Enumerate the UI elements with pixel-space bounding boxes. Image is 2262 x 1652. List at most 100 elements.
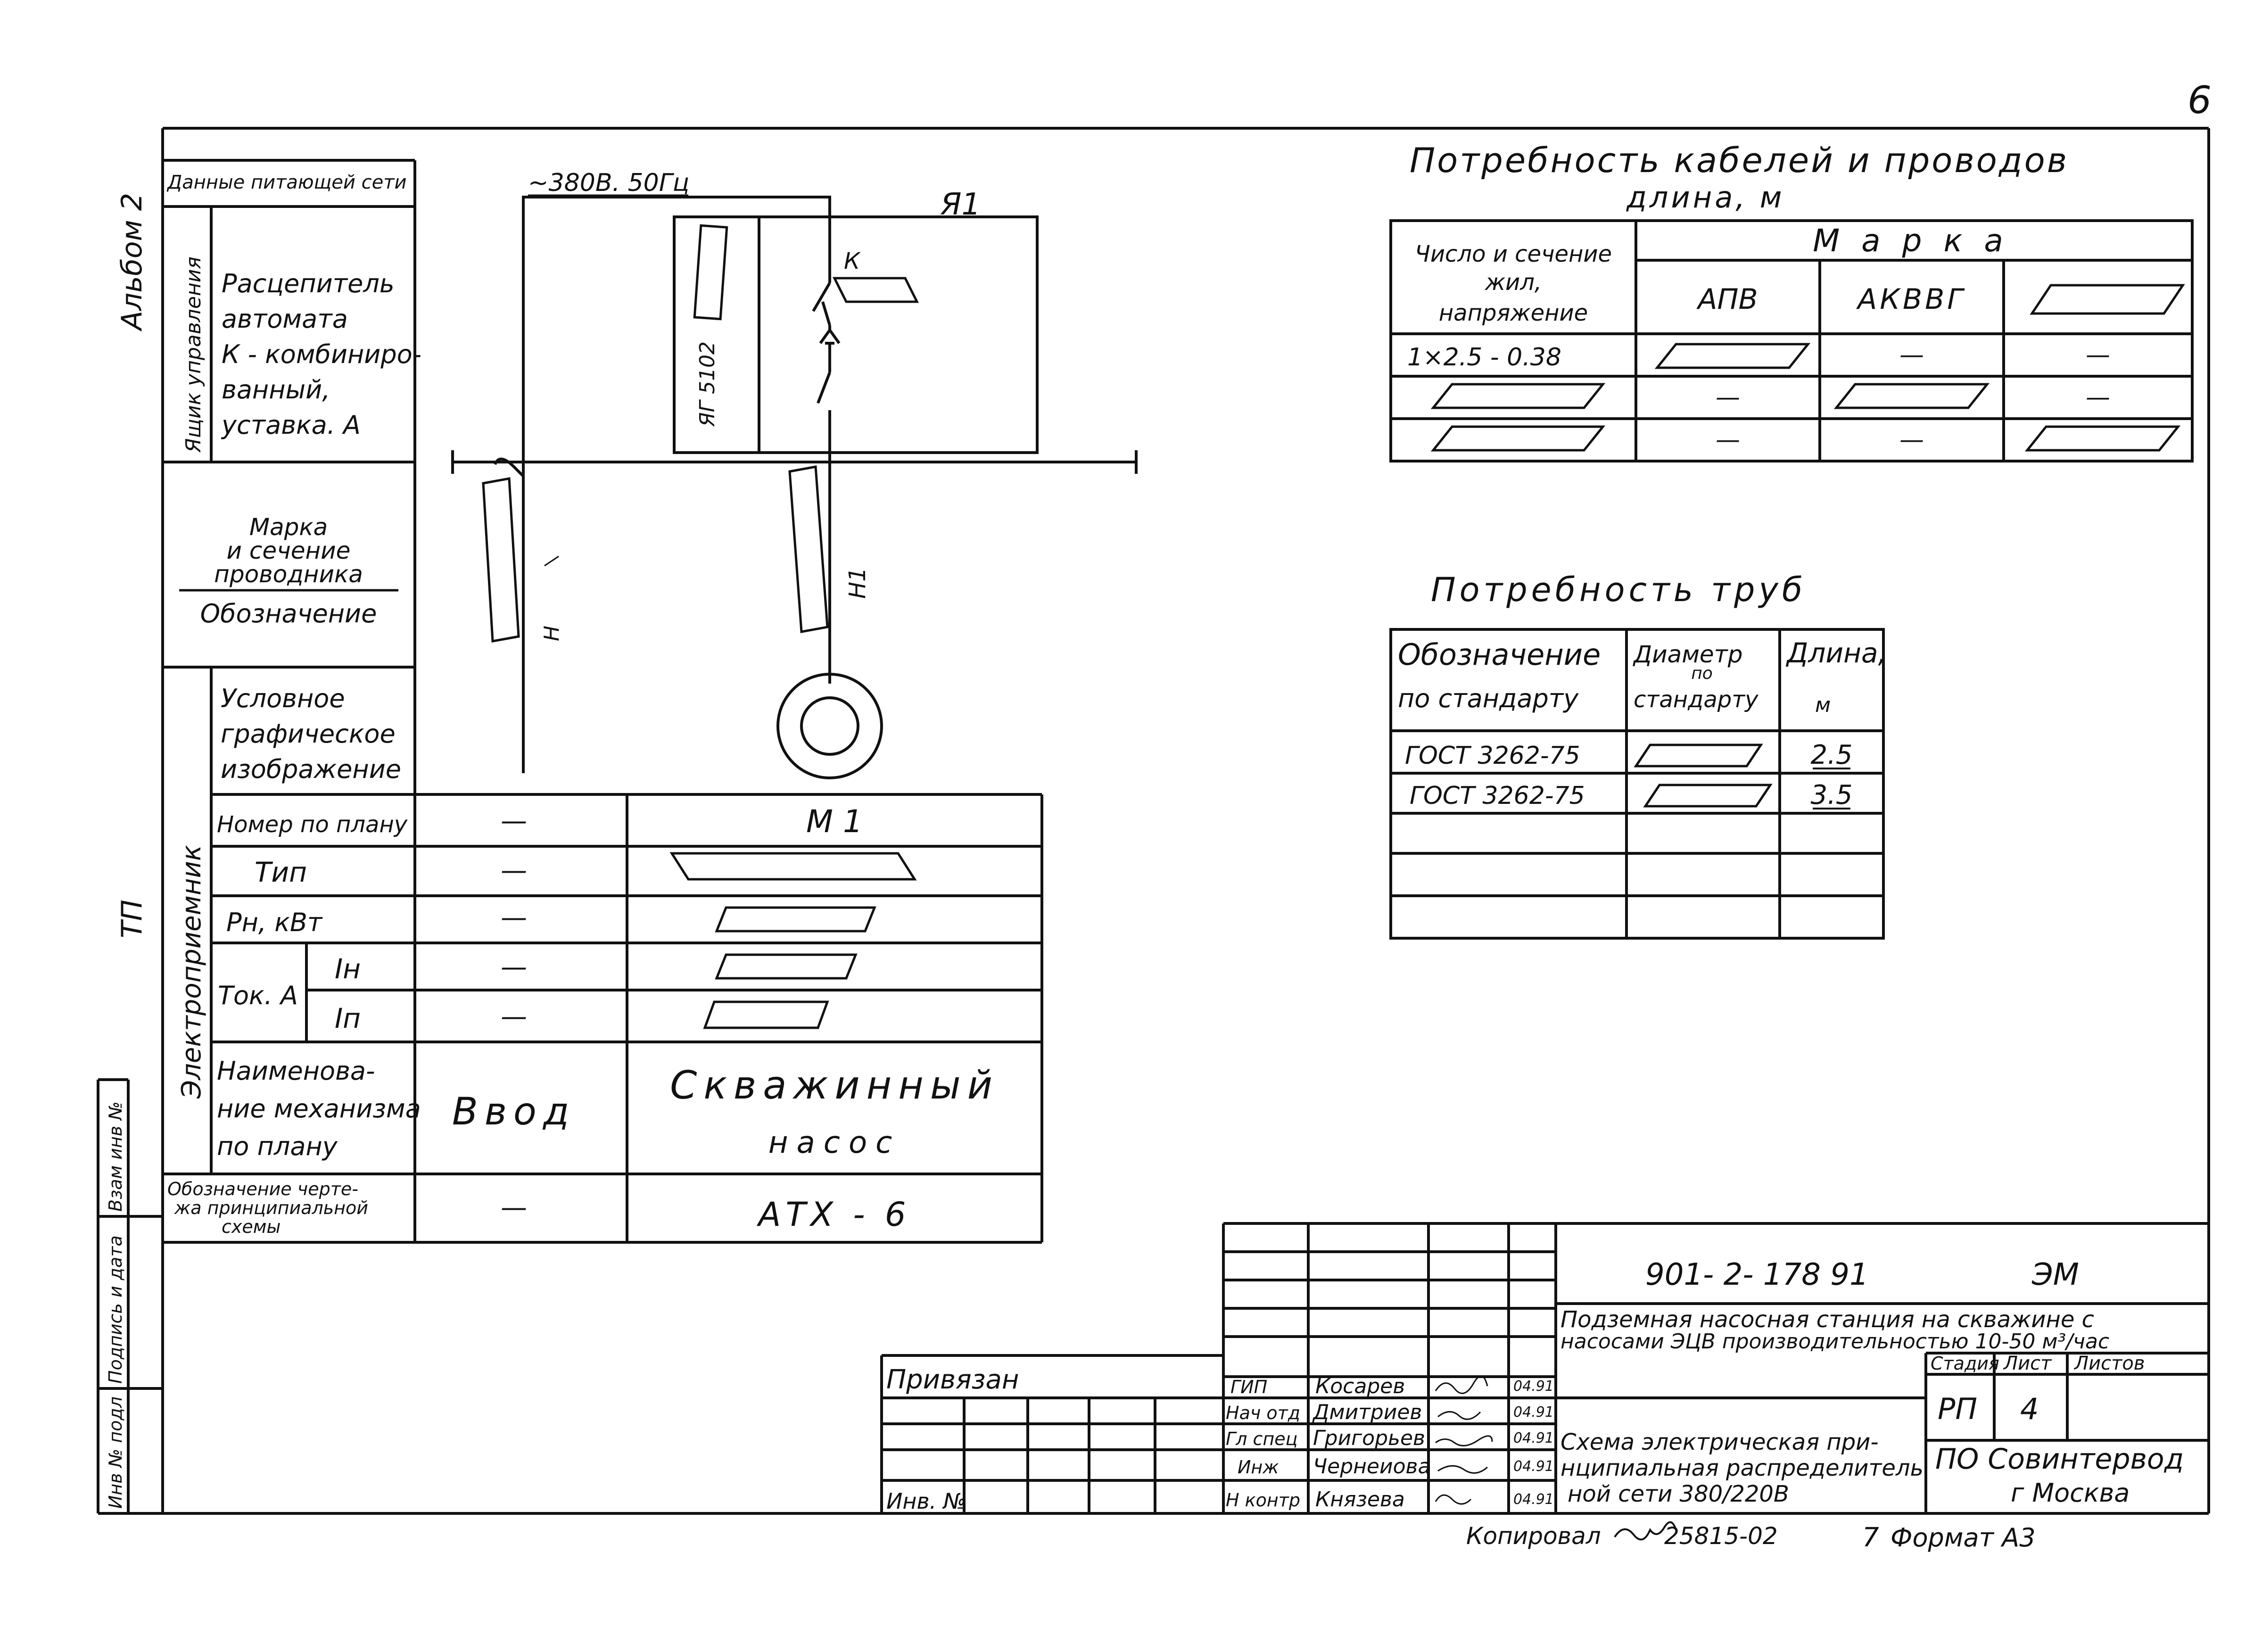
sheet-code: ЭМ — [2031, 1257, 2079, 1292]
current-label: Ток. А — [218, 981, 298, 1010]
svg-text:—: — — [501, 902, 527, 933]
svg-text:Григорьев: Григорьев — [1313, 1426, 1425, 1450]
drawing-ref-label: Обозначение черте- жа принципиальной схе… — [167, 1179, 368, 1237]
svg-text:автомата: автомата — [222, 304, 348, 334]
start-current-label: Iп — [335, 1002, 361, 1034]
svg-text:Условное: Условное — [221, 684, 345, 713]
format-label: Формат А3 — [1891, 1523, 2036, 1553]
control-box-label: Ящик управления — [182, 256, 206, 453]
supply-data-label: Данные питающей сети — [166, 172, 407, 193]
svg-text:Обозначение черте-: Обозначение черте- — [167, 1179, 358, 1199]
svg-text:Косарев: Косарев — [1315, 1374, 1405, 1398]
pipe-h1-line2: по стандарту — [1398, 684, 1579, 713]
cable-in-label: Н — [540, 626, 564, 641]
svg-text:—: — — [501, 952, 527, 983]
svg-text:по плану: по плану — [217, 1132, 338, 1161]
svg-text:жил,: жил, — [1485, 269, 1542, 296]
org-city: г Москва — [2011, 1478, 2130, 1508]
pipe-h2-line2: по — [1691, 664, 1713, 683]
svg-text:напряжение: напряжение — [1439, 300, 1588, 326]
pipe-h3-line2: м — [1815, 693, 1831, 717]
margin-sign-date: Подпись и дата — [105, 1235, 126, 1384]
staff-signatures — [1435, 1375, 1493, 1505]
drawing-title: Схема электрическая при- нципиальная рас… — [1560, 1429, 1924, 1507]
svg-text:—: — — [501, 806, 527, 836]
sheet-value: 4 — [2020, 1392, 2039, 1426]
project-name-line2: насосами ЭЦВ производительностью 10-50 м… — [1560, 1330, 2109, 1354]
svg-text:ной сети 380/220В: ной сети 380/220В — [1568, 1481, 1789, 1507]
atx-label: АТХ - 6 — [757, 1195, 911, 1234]
margin-inv-orig: Инв № подл — [105, 1396, 126, 1509]
svg-text:Число и сечение: Число и сечение — [1415, 241, 1612, 267]
cable-row1-spec: 1×2.5 - 0.38 — [1407, 343, 1561, 372]
org-name: ПО Совинтервод — [1935, 1443, 2184, 1476]
pipe-h2-line1: Диаметр — [1633, 641, 1743, 668]
inv-no-label: Инв. № — [886, 1488, 966, 1514]
svg-text:—: — — [1716, 426, 1740, 454]
pump-label-2: насос — [768, 1125, 901, 1160]
svg-text:—: — — [1716, 383, 1740, 412]
svg-text:Нач отд: Нач отд — [1226, 1403, 1300, 1423]
cable-blank-boxes — [1430, 284, 2185, 452]
svg-text:нципиальная распределитель: нципиальная распределитель — [1560, 1455, 1924, 1481]
wire-mark-label: Марка и сечение проводника — [214, 513, 363, 588]
svg-text:—: — — [1899, 426, 1924, 454]
margin-tp: ТП — [116, 900, 149, 938]
cable-col-header: Число и сечение жил, напряжение — [1415, 241, 1612, 326]
pipes-title: Потребность труб — [1431, 570, 1806, 609]
svg-text:—: — — [501, 855, 527, 886]
pipe-row1-len: 2.5 — [1810, 740, 1852, 770]
order-number: 25815-02 — [1664, 1522, 1778, 1550]
svg-text:ванный,: ванный, — [222, 375, 330, 405]
copier-signature — [1614, 1521, 1677, 1541]
svg-text:—: — — [2086, 383, 2110, 412]
project-code: 901- 2- 178 91 — [1645, 1257, 1869, 1292]
cable-markers — [482, 465, 829, 643]
project-name-line1: Подземная насосная станция на скважине с — [1560, 1306, 2094, 1333]
pipe-h1-line1: Обозначение — [1398, 637, 1601, 672]
cables-title: Потребность кабелей и проводов — [1410, 140, 2069, 180]
sheet-header: Лист — [2003, 1353, 2052, 1374]
svg-text:—: — — [501, 1001, 527, 1032]
svg-text:схемы: схемы — [222, 1216, 281, 1237]
supply-voltage-label: ~380В. 50Гц — [528, 169, 689, 197]
receiver-table-grid — [163, 159, 1043, 1244]
pipe-len-underlines — [1813, 768, 1850, 809]
designation-label: Обозначение — [200, 599, 377, 628]
sheet-frame — [97, 127, 2210, 1515]
cable-dashes: — — — — — — — [1716, 341, 2110, 454]
type-label: Тип — [255, 856, 307, 888]
svg-text:Чернеиова: Чернеиова — [1313, 1454, 1430, 1479]
contact-k-label: К — [844, 248, 861, 274]
panel-type-label: ЯГ 5102 — [695, 341, 719, 427]
pipe-row2-len: 3.5 — [1810, 780, 1852, 810]
pipe-row1-std: ГОСТ 3262-75 — [1405, 742, 1580, 770]
svg-text:Наименова-: Наименова- — [217, 1056, 375, 1086]
cable-out-label: Н1 — [844, 567, 871, 599]
svg-text:Схема электрическая при-: Схема электрическая при- — [1560, 1429, 1879, 1455]
svg-text:К - комбиниро-: К - комбиниро- — [222, 339, 421, 369]
svg-text:04.91: 04.91 — [1513, 1378, 1554, 1395]
page-number: 6 — [2188, 78, 2212, 122]
svg-text:Инж: Инж — [1238, 1457, 1279, 1478]
svg-text:проводника: проводника — [214, 561, 363, 588]
copied-label: Копировал — [1466, 1522, 1601, 1550]
mechanism-name-label: Наименова- ние механизма по плану — [217, 1056, 421, 1161]
margin-vzam-inv: Взам инв № — [105, 1101, 126, 1212]
staff-dates: 04.91 04.91 04.91 04.91 04.91 — [1513, 1378, 1554, 1508]
copy-number: 7 — [1862, 1522, 1879, 1553]
blank-value-boxes — [669, 852, 917, 1029]
staff-names: Косарев Дмитриев Григорьев Чернеиова Кня… — [1312, 1374, 1430, 1512]
cable-akvvg-header: АКВВГ — [1856, 283, 1965, 316]
svg-text:04.91: 04.91 — [1513, 1430, 1554, 1446]
svg-text:жа принципиальной: жа принципиальной — [174, 1198, 368, 1218]
svg-text:изображение: изображение — [221, 754, 401, 784]
rated-current-label: Iн — [335, 953, 361, 985]
pipe-h2-line3: стандарту — [1634, 686, 1758, 713]
svg-text:Князева: Князева — [1315, 1487, 1405, 1512]
title-block-grid — [880, 1222, 2209, 1513]
plan-no-label: Номер по плану — [217, 811, 408, 838]
svg-text:и сечение: и сечение — [227, 537, 351, 564]
stage-header: Стадия — [1931, 1353, 1999, 1374]
svg-text:ГИП: ГИП — [1230, 1377, 1267, 1397]
